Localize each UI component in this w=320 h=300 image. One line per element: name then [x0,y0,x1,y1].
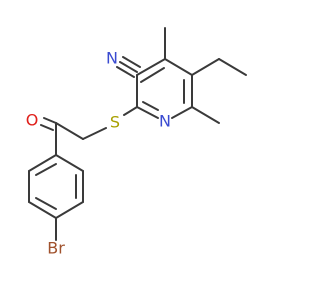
bond-ring-c3-c4 [136,58,166,76]
bond-c2-s [123,106,138,116]
oxygen-label: O [26,111,39,130]
bond-benz-3 [55,201,84,219]
sulfur-label: S [110,113,120,132]
bond-benz-1 [55,154,84,172]
bond-s-ch2 [82,127,107,140]
bond-ch2-co [55,122,84,140]
bond-ring-n-c2 [136,106,159,119]
bond-benz-4 [28,201,57,219]
bond-co-double-1 [43,117,57,124]
bond-c5-ethyl-2 [218,58,247,76]
bond-nitrile-2 [116,66,135,78]
bond-ring-c3-c4-inner [140,67,165,83]
bond-benz-6 [28,154,57,172]
ring-n-label: N [159,112,171,131]
structure-diagram: N N S O Br [26,27,247,258]
bond-co-double-2 [40,124,54,131]
bond-benz-4-inner [35,197,57,210]
bond-nitrile-3 [122,56,141,68]
bromine-label: Br [47,239,65,258]
bond-c5-ethyl-1 [191,58,220,76]
bond-nitrile-1 [119,61,138,73]
bond-c6-methyl [191,106,220,124]
molecule-canvas: N N S O Br [26,27,247,258]
bond-benz-6-inner [35,163,57,176]
bond-ring-n-c2-inner [142,101,159,111]
bond-ring-c6-n [171,106,193,119]
bond-ring-c4-c5 [164,58,193,76]
nitrile-n-label: N [106,49,118,68]
